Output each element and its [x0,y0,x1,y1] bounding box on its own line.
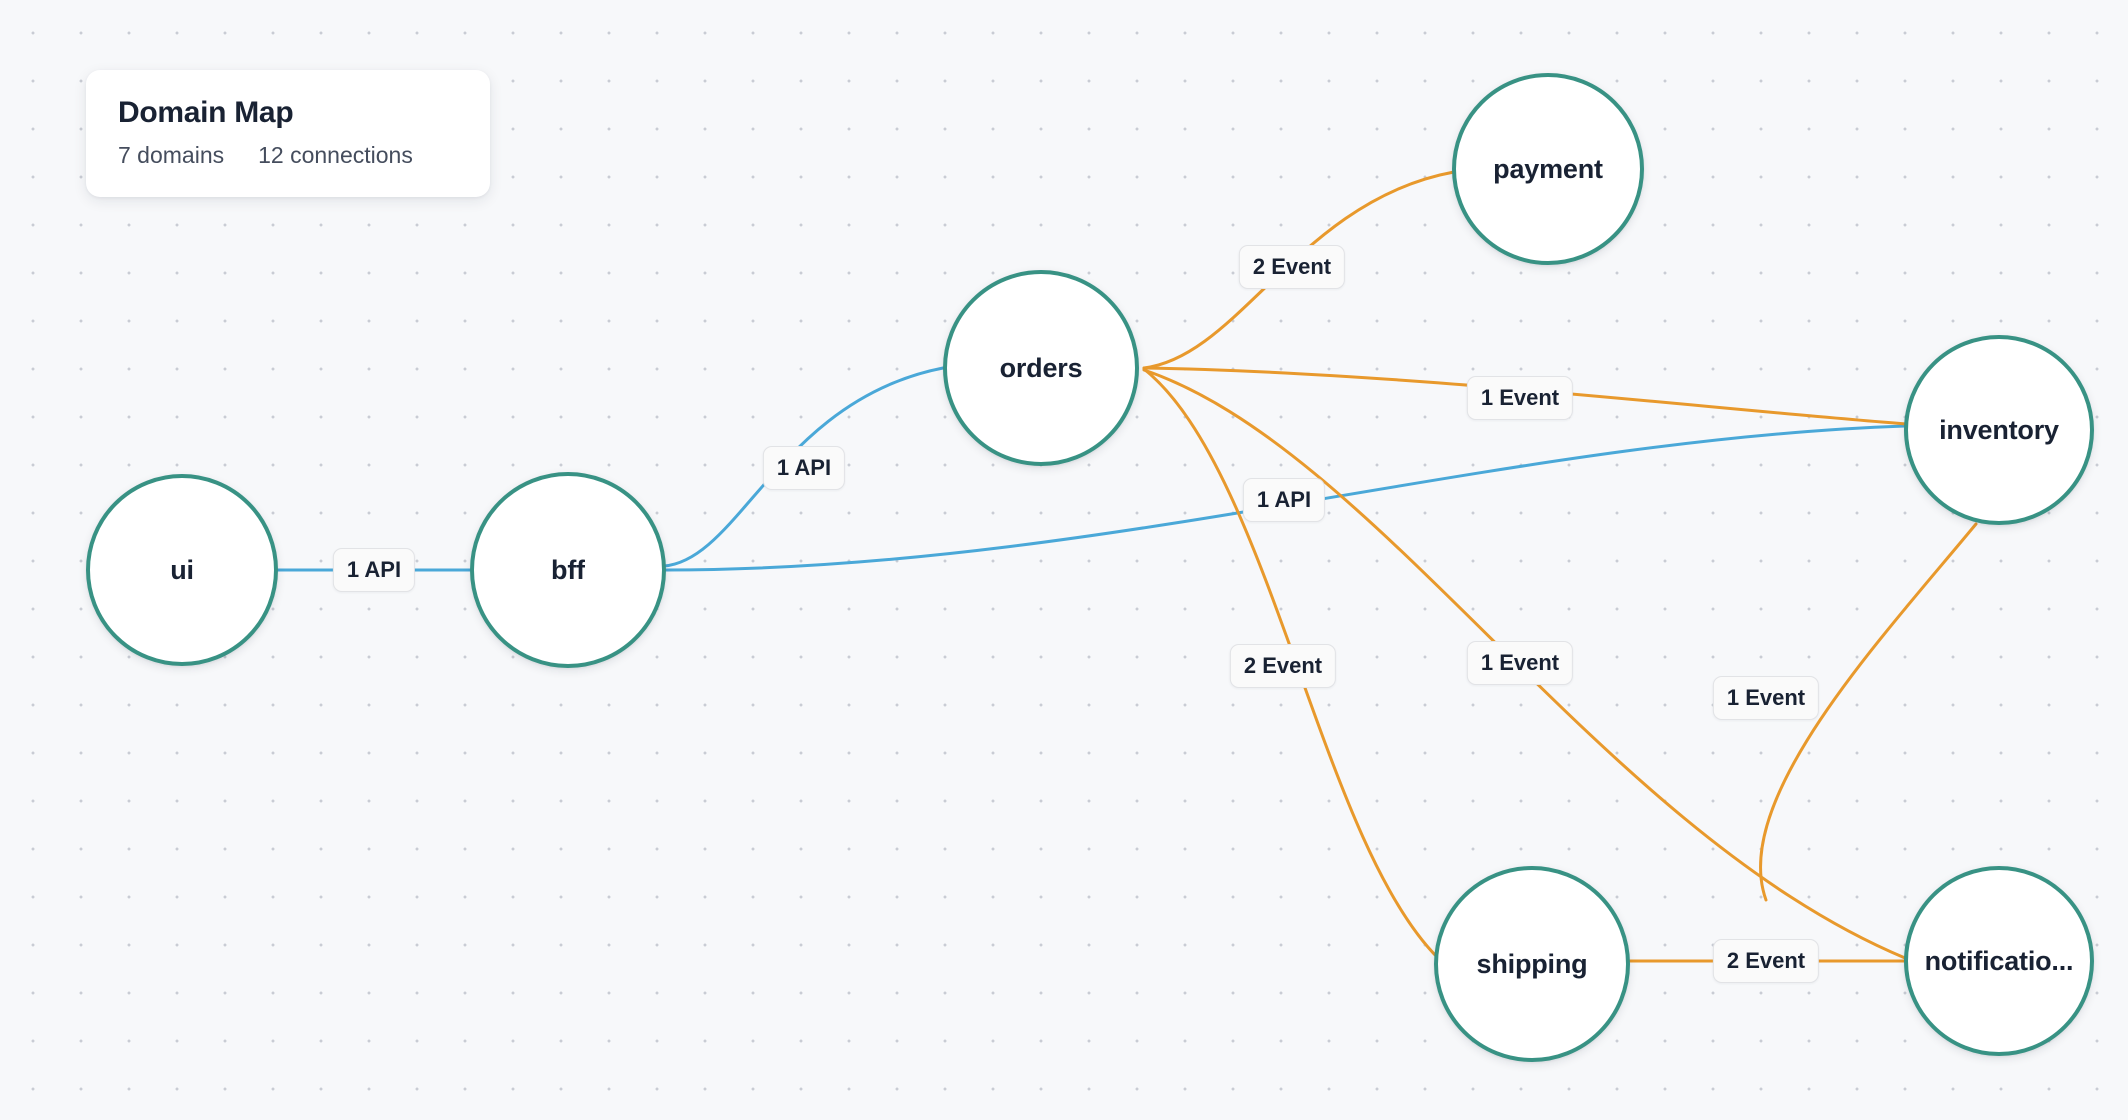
legend-stats: 7 domains 12 connections [118,142,458,169]
node-label: shipping [1476,948,1588,979]
legend-card: Domain Map 7 domains 12 connections [86,70,490,197]
edge-label-bff-orders[interactable]: 1 API [762,446,846,490]
edge-label-orders-shipping[interactable]: 2 Event [1229,644,1337,688]
node-label: ui [170,554,194,585]
graph-node-bff[interactable]: bff [470,472,666,668]
graph-node-orders[interactable]: orders [943,270,1139,466]
domain-count-label: 7 domains [118,142,225,168]
node-label: notificatio... [1924,945,2074,976]
edge-label-orders-notifications[interactable]: 1 Event [1466,641,1574,685]
node-label: payment [1493,153,1603,184]
page-title: Domain Map [118,96,294,129]
edge-label-bff-inventory[interactable]: 1 API [1242,478,1326,522]
graph-node-ui[interactable]: ui [86,474,278,666]
edge-label-orders-inventory[interactable]: 1 Event [1466,376,1574,420]
node-label: bff [551,554,585,585]
graph-node-notifications[interactable]: notificatio... [1904,866,2094,1056]
graph-node-shipping[interactable]: shipping [1434,866,1630,1062]
node-label: orders [999,352,1083,383]
edge-label-inventory-notifications[interactable]: 1 Event [1712,676,1820,720]
graph-node-payment[interactable]: payment [1452,73,1644,265]
edge-label-orders-payment[interactable]: 2 Event [1238,245,1346,289]
edge-label-ui-bff[interactable]: 1 API [332,548,416,592]
graph-node-inventory[interactable]: inventory [1904,335,2094,525]
node-label: inventory [1939,414,2059,445]
connection-count-label: 12 connections [258,142,413,168]
edge-label-shipping-notifications[interactable]: 2 Event [1712,939,1820,983]
